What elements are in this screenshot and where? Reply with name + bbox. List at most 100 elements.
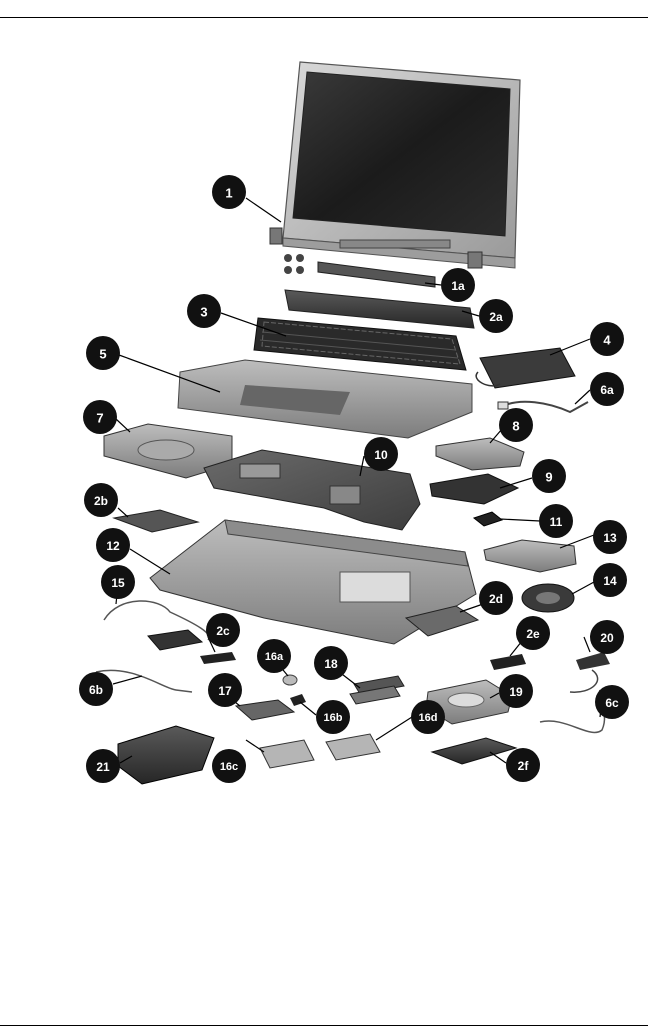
callout-4: 4	[590, 322, 624, 356]
callout-3: 3	[187, 294, 221, 328]
svg-text:2e: 2e	[526, 627, 540, 641]
svg-text:8: 8	[512, 419, 519, 434]
heat-sink	[483, 539, 577, 573]
svg-text:10: 10	[374, 448, 388, 462]
callout-14: 14	[593, 563, 627, 597]
bottom-rule	[0, 1025, 648, 1026]
bracket-2d	[404, 605, 480, 637]
mini-pci-card	[147, 629, 204, 651]
callout-6c: 6c	[595, 685, 629, 719]
cover-16c	[259, 739, 315, 769]
svg-text:20: 20	[600, 631, 614, 645]
callout-16c: 16c	[212, 749, 246, 783]
bracket-2e	[490, 654, 526, 670]
callout-2e: 2e	[516, 616, 550, 650]
svg-text:2a: 2a	[489, 310, 503, 324]
callout-2c: 2c	[206, 613, 240, 647]
callout-13: 13	[593, 520, 627, 554]
callout-20: 20	[590, 620, 624, 654]
svg-text:11: 11	[550, 515, 563, 529]
callout-9: 9	[532, 459, 566, 493]
svg-text:9: 9	[545, 470, 552, 485]
hard-drive	[425, 679, 513, 725]
memory-module	[349, 675, 405, 705]
svg-text:16b: 16b	[324, 712, 343, 724]
cable-6a	[497, 400, 589, 414]
callout-1a: 1a	[441, 268, 475, 302]
svg-text:6b: 6b	[89, 683, 103, 697]
svg-text:3: 3	[200, 305, 207, 320]
cable-6c	[539, 689, 606, 734]
modem-board	[435, 437, 525, 471]
bracket-2c	[200, 652, 236, 664]
svg-text:19: 19	[509, 685, 523, 699]
callout-21: 21	[86, 749, 120, 783]
top-cover	[177, 359, 473, 439]
display-hinge-cover	[317, 261, 436, 288]
callout-17: 17	[208, 673, 242, 707]
svg-text:13: 13	[603, 531, 617, 545]
processor	[472, 511, 504, 527]
callout-2b: 2b	[84, 483, 118, 517]
battery-pack	[117, 725, 215, 785]
optical-drive	[103, 423, 233, 479]
leader-lines	[112, 197, 603, 764]
svg-text:7: 7	[96, 411, 103, 426]
keyboard	[253, 317, 467, 371]
svg-text:12: 12	[106, 539, 120, 553]
keyboard-cover	[284, 289, 475, 329]
callout-19: 19	[499, 674, 533, 708]
callout-18: 18	[314, 646, 348, 680]
antenna-board	[569, 652, 610, 693]
callout-16a: 16a	[257, 639, 291, 673]
bracket-2b	[112, 509, 200, 533]
svg-text:18: 18	[324, 657, 338, 671]
callout-12: 12	[96, 528, 130, 562]
callout-16d: 16d	[411, 700, 445, 734]
svg-text:4: 4	[603, 333, 611, 348]
callouts: 1 1a 2a 2b 2c 2d 2e 2f 3 4 5 6a 6b 6c 7 …	[79, 175, 629, 783]
callout-6a: 6a	[590, 372, 624, 406]
callout-11: 11	[539, 504, 573, 538]
svg-text:21: 21	[96, 760, 110, 774]
insulator-17	[234, 699, 296, 721]
svg-text:14: 14	[603, 574, 617, 588]
top-rule	[0, 17, 648, 18]
svg-text:6a: 6a	[600, 383, 614, 397]
callout-2f: 2f	[506, 748, 540, 782]
callout-7: 7	[83, 400, 117, 434]
svg-text:16d: 16d	[419, 712, 438, 724]
speaker-assembly	[475, 347, 576, 389]
callout-5: 5	[86, 336, 120, 370]
callout-6b: 6b	[79, 672, 113, 706]
cover-16d	[325, 733, 381, 761]
svg-text:17: 17	[218, 684, 232, 698]
callout-15: 15	[101, 565, 135, 599]
svg-text:15: 15	[111, 576, 125, 590]
pc-card-assembly	[429, 473, 520, 505]
svg-text:2c: 2c	[216, 624, 230, 638]
callout-2a: 2a	[479, 299, 513, 333]
svg-text:16c: 16c	[220, 761, 238, 773]
bracket-2f	[430, 737, 518, 765]
svg-text:16a: 16a	[265, 651, 284, 663]
svg-text:6c: 6c	[605, 696, 619, 710]
callout-8: 8	[499, 408, 533, 442]
svg-text:2f: 2f	[518, 759, 530, 773]
svg-text:2d: 2d	[489, 592, 503, 606]
callout-1: 1	[212, 175, 246, 209]
svg-text:2b: 2b	[94, 494, 108, 508]
display-assembly	[269, 61, 521, 269]
svg-text:5: 5	[99, 347, 106, 362]
display-hinge-screws	[284, 254, 304, 274]
cable-6b	[95, 669, 193, 693]
svg-text:1a: 1a	[451, 279, 465, 293]
svg-text:1: 1	[225, 186, 232, 201]
callout-2d: 2d	[479, 581, 513, 615]
base-enclosure	[149, 519, 477, 645]
callout-16b: 16b	[316, 700, 350, 734]
fan	[521, 583, 575, 613]
system-board	[203, 449, 421, 531]
rtc-battery	[282, 674, 298, 686]
